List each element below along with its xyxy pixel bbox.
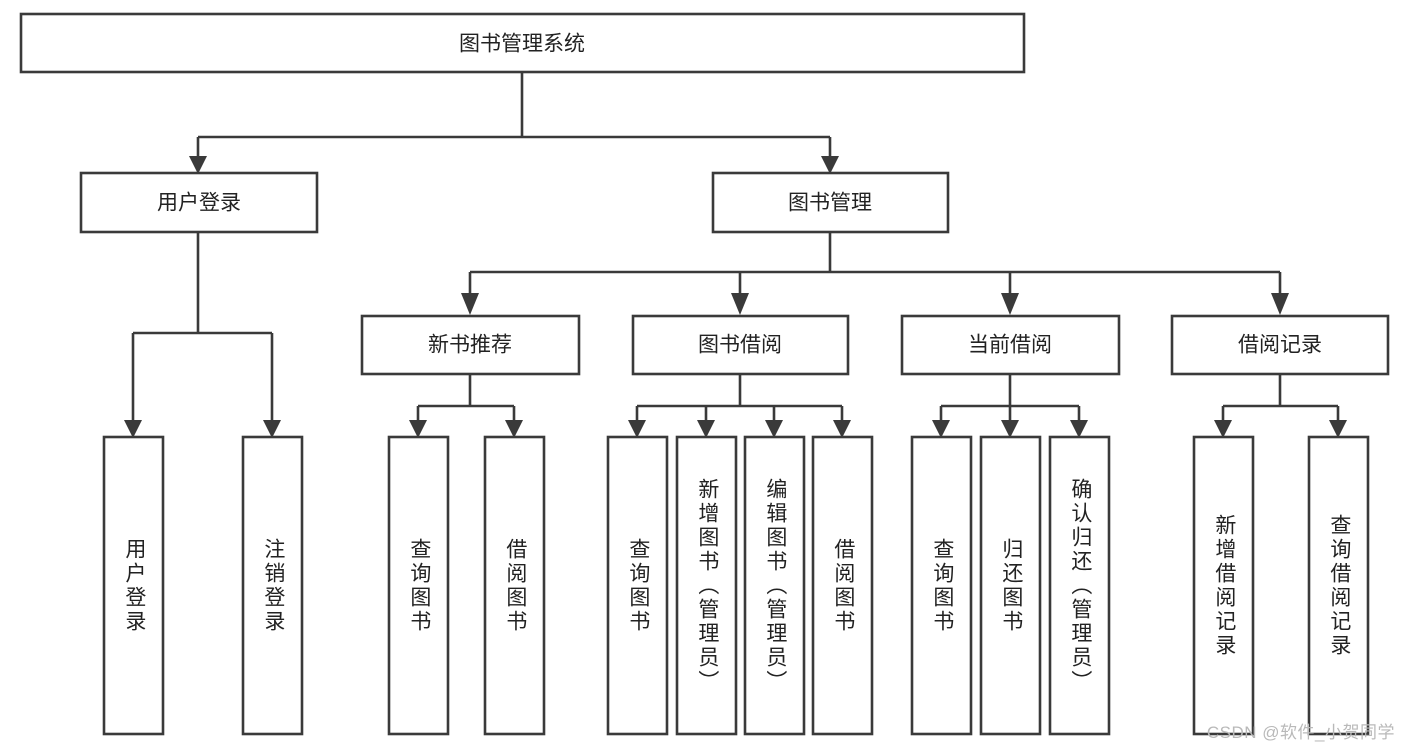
node-leaf-add-record-box[interactable] — [1192, 435, 1255, 736]
node-leaf-borrow-book-2[interactable]: 借阅图书 — [811, 435, 874, 736]
node-borrow-record-box[interactable] — [1170, 314, 1390, 376]
node-leaf-return-book-label: 归还图书 — [999, 537, 1023, 634]
csdn-watermark: CSDN @软件_小贺同学 — [1206, 723, 1395, 742]
arrowhead-leaf-query-record — [1329, 420, 1347, 438]
node-book-borrow-box[interactable] — [631, 314, 850, 376]
node-leaf-edit-book[interactable]: 编辑图书（管理员） — [743, 435, 806, 736]
node-leaf-return-book[interactable]: 归还图书 — [979, 435, 1042, 736]
node-leaf-add-record-label: 新增借阅记录 — [1212, 513, 1236, 658]
arrowhead-leaf-user-login — [124, 420, 142, 438]
node-leaf-query-book-1-box[interactable] — [387, 435, 450, 736]
arrowhead-leaf-edit-book — [765, 420, 783, 438]
node-leaf-add-book-label: 新增图书（管理员） — [695, 477, 719, 694]
node-user-login[interactable]: 用户登录 — [79, 171, 319, 234]
connector-layer — [124, 72, 1347, 438]
arrowhead-root-to-user-login — [189, 156, 207, 174]
node-leaf-user-login-box[interactable] — [102, 435, 165, 736]
node-book-manage-label: 图书管理 — [788, 192, 872, 215]
node-new-book-recommend-label: 新书推荐 — [428, 334, 512, 357]
arrowhead-leaf-add-record — [1214, 420, 1232, 438]
node-current-borrow[interactable]: 当前借阅 — [900, 314, 1121, 376]
node-book-borrow-label: 图书借阅 — [698, 334, 782, 357]
node-leaf-query-book-2-label: 查询图书 — [626, 537, 650, 634]
node-leaf-confirm-return[interactable]: 确认归还（管理员） — [1048, 435, 1111, 736]
node-leaf-edit-book-box[interactable] — [743, 435, 806, 736]
node-leaf-edit-book-label: 编辑图书（管理员） — [763, 477, 787, 694]
node-leaf-query-book-3[interactable]: 查询图书 — [910, 435, 973, 736]
node-book-manage-box[interactable] — [711, 171, 950, 234]
node-user-login-label: 用户登录 — [157, 192, 241, 215]
arrowhead-bm-newbook — [461, 293, 479, 315]
node-book-manage[interactable]: 图书管理 — [711, 171, 950, 234]
arrowhead-leaf-query-book-2 — [628, 420, 646, 438]
arrowhead-leaf-add-book — [697, 420, 715, 438]
node-leaf-logout[interactable]: 注销登录 — [241, 435, 304, 736]
node-leaf-logout-label: 注销登录 — [261, 537, 285, 634]
node-borrow-record-label: 借阅记录 — [1238, 334, 1322, 357]
node-root-box[interactable] — [19, 12, 1026, 74]
node-leaf-query-book-1-label: 查询图书 — [407, 537, 431, 634]
node-leaf-add-record[interactable]: 新增借阅记录 — [1192, 435, 1255, 736]
node-leaf-borrow-book-1-box[interactable] — [483, 435, 546, 736]
node-leaf-query-book-3-label: 查询图书 — [930, 537, 954, 634]
node-leaf-query-book-2-box[interactable] — [606, 435, 669, 736]
arrowhead-leaf-confirm-return — [1070, 420, 1088, 438]
node-leaf-query-book-1[interactable]: 查询图书 — [387, 435, 450, 736]
node-leaf-query-record-box[interactable] — [1307, 435, 1370, 736]
node-new-book-recommend-box[interactable] — [360, 314, 581, 376]
node-root[interactable]: 图书管理系统 — [19, 12, 1026, 74]
arrowhead-bm-currentborrow — [1001, 293, 1019, 315]
node-new-book-recommend[interactable]: 新书推荐 — [360, 314, 581, 376]
node-current-borrow-label: 当前借阅 — [968, 334, 1052, 357]
node-leaf-add-book[interactable]: 新增图书（管理员） — [675, 435, 738, 736]
arrowhead-root-to-book-manage — [821, 156, 839, 174]
node-leaf-query-book-3-box[interactable] — [910, 435, 973, 736]
arrowhead-leaf-query-book-1 — [409, 420, 427, 438]
node-leaf-return-book-box[interactable] — [979, 435, 1042, 736]
node-leaf-confirm-return-label: 确认归还（管理员） — [1068, 477, 1092, 694]
arrowhead-leaf-query-book-3 — [932, 420, 950, 438]
arrowhead-bm-borrowrecord — [1271, 293, 1289, 315]
node-leaf-borrow-book-2-label: 借阅图书 — [831, 537, 855, 634]
node-leaf-borrow-book-1[interactable]: 借阅图书 — [483, 435, 546, 736]
node-current-borrow-box[interactable] — [900, 314, 1121, 376]
node-leaf-query-record[interactable]: 查询借阅记录 — [1307, 435, 1370, 736]
node-leaf-add-book-box[interactable] — [675, 435, 738, 736]
node-book-borrow[interactable]: 图书借阅 — [631, 314, 850, 376]
node-root-label: 图书管理系统 — [459, 33, 585, 56]
arrowhead-leaf-return-book — [1001, 420, 1019, 438]
node-borrow-record[interactable]: 借阅记录 — [1170, 314, 1390, 376]
node-leaf-logout-box[interactable] — [241, 435, 304, 736]
node-leaf-user-login-label: 用户登录 — [122, 537, 146, 634]
arrowhead-leaf-logout — [263, 420, 281, 438]
node-leaf-borrow-book-1-label: 借阅图书 — [503, 537, 527, 634]
node-leaf-user-login[interactable]: 用户登录 — [102, 435, 165, 736]
arrowhead-leaf-borrow-book-2 — [833, 420, 851, 438]
node-leaf-query-book-2[interactable]: 查询图书 — [606, 435, 669, 736]
node-user-login-box[interactable] — [79, 171, 319, 234]
node-leaf-borrow-book-2-box[interactable] — [811, 435, 874, 736]
arrowhead-bm-bookborrow — [731, 293, 749, 315]
node-leaf-query-record-label: 查询借阅记录 — [1327, 513, 1351, 658]
arrowhead-leaf-borrow-book-1 — [505, 420, 523, 438]
node-leaf-confirm-return-box[interactable] — [1048, 435, 1111, 736]
